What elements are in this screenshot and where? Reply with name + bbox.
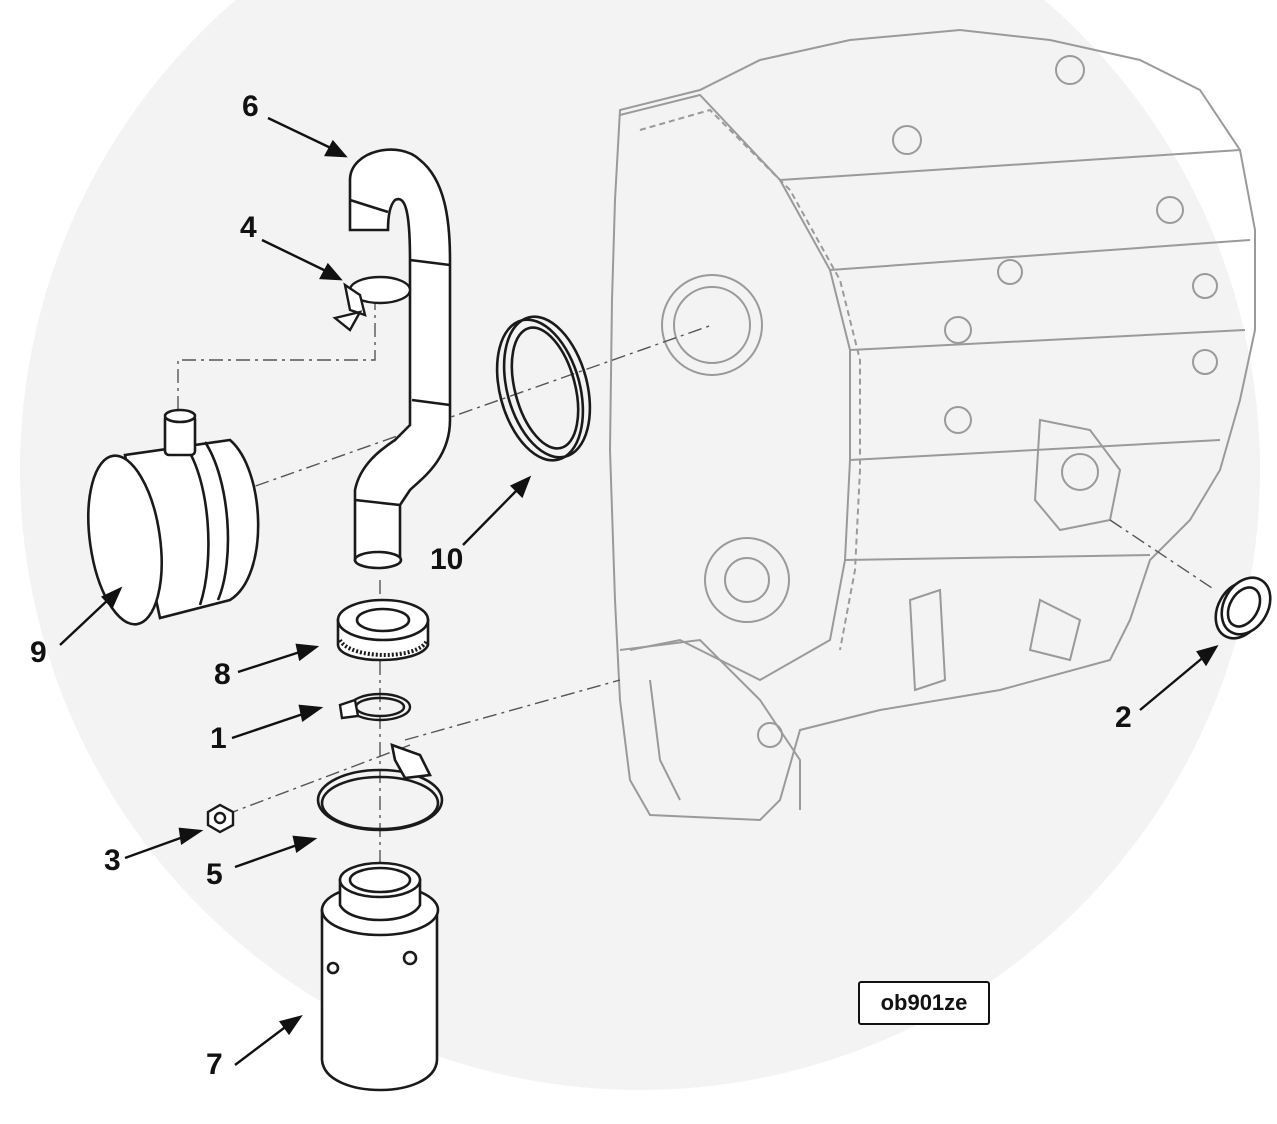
part-4-clamp bbox=[332, 275, 412, 332]
callout-8: 8 bbox=[214, 658, 231, 691]
callout-7: 7 bbox=[206, 1048, 223, 1081]
callout-4: 4 bbox=[240, 211, 257, 244]
callout-2: 2 bbox=[1115, 701, 1132, 734]
part-3-nut bbox=[206, 803, 235, 834]
part-9-breather-canister bbox=[87, 408, 260, 626]
callout-1: 1 bbox=[210, 722, 227, 755]
callout-10: 10 bbox=[430, 543, 464, 576]
part-10-seal bbox=[495, 315, 592, 462]
part-8-nut bbox=[336, 598, 430, 662]
engine-block bbox=[608, 28, 1256, 822]
part-7-canister bbox=[320, 861, 440, 1092]
reference-code-label: ob901ze bbox=[858, 981, 990, 1025]
callout-3: 3 bbox=[104, 844, 121, 877]
callout-9: 9 bbox=[30, 636, 47, 669]
callout-arrows bbox=[59, 116, 1219, 1066]
part-2-seal-ring bbox=[1214, 576, 1272, 640]
callout-5: 5 bbox=[206, 858, 223, 891]
part-5-large-clamp bbox=[316, 743, 444, 832]
part-6-hose bbox=[348, 148, 452, 570]
callout-6: 6 bbox=[242, 90, 259, 123]
leader-lines bbox=[177, 300, 1216, 1000]
part-1-small-clamp bbox=[338, 692, 412, 722]
